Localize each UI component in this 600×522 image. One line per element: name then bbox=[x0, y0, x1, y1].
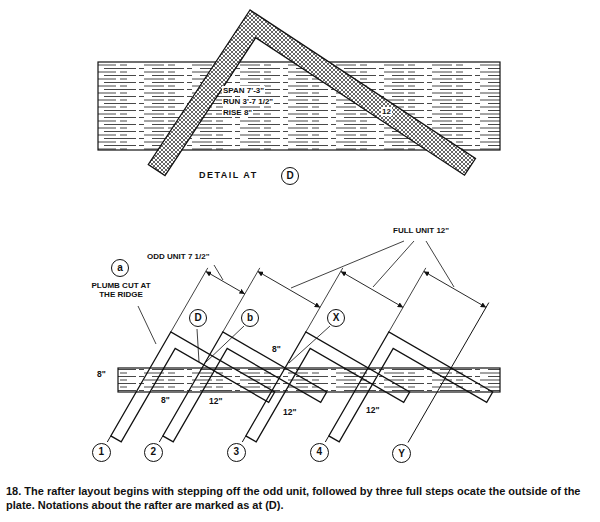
dimension-line bbox=[206, 271, 245, 294]
dimension-line bbox=[424, 271, 486, 307]
framing-square bbox=[148, 10, 475, 176]
callout-text: Y bbox=[398, 449, 405, 459]
detail-heading: DETAIL AT bbox=[198, 170, 259, 180]
callout-circle: a bbox=[111, 259, 129, 277]
extension-line bbox=[223, 268, 260, 332]
square-note: SPAN 7'-3" bbox=[222, 86, 265, 95]
callout-text: 4 bbox=[317, 447, 323, 457]
dimension-label: 12" bbox=[282, 408, 298, 418]
extension-line bbox=[171, 268, 208, 332]
callout-circle: b bbox=[241, 309, 259, 327]
leader-line bbox=[206, 326, 244, 362]
framing-square bbox=[163, 332, 327, 442]
callout-text: 3 bbox=[234, 447, 240, 457]
dimension-label: 12" bbox=[208, 397, 224, 407]
leader-line bbox=[138, 306, 156, 344]
callout-text: a bbox=[117, 263, 123, 273]
leader-line bbox=[291, 241, 404, 288]
leader-line bbox=[373, 241, 414, 287]
callout-circle: D bbox=[189, 309, 207, 327]
callout-circle: D bbox=[281, 167, 299, 185]
callout-text: 1 bbox=[99, 447, 105, 457]
callout-circle: X bbox=[327, 309, 345, 327]
callout-text: D bbox=[194, 313, 201, 323]
plumb-line bbox=[242, 436, 246, 442]
rafter-stock bbox=[118, 368, 500, 392]
dimension-label: ODD UNIT 7 1/2" bbox=[146, 252, 210, 261]
leader-line bbox=[214, 265, 223, 280]
scale-number: 12 bbox=[381, 107, 392, 116]
dimension-label: 8" bbox=[271, 345, 282, 355]
plate-line bbox=[408, 303, 489, 443]
dimension-label: FULL UNIT 12" bbox=[392, 226, 450, 235]
callout-circle: 2 bbox=[144, 443, 163, 462]
dimension-label: 8" bbox=[96, 370, 107, 380]
framing-square bbox=[246, 332, 410, 442]
plumb-line bbox=[325, 436, 329, 442]
leader-line bbox=[197, 329, 199, 362]
extension-line bbox=[306, 268, 343, 332]
square-note: RUN 3'-7 1/2" bbox=[222, 97, 274, 106]
plumb-line bbox=[159, 436, 163, 442]
square-note: RISE 8" bbox=[222, 108, 253, 117]
dimension-line bbox=[341, 271, 403, 307]
callout-circle: 4 bbox=[310, 443, 329, 462]
extension-line bbox=[389, 268, 426, 332]
callout-text: D bbox=[286, 171, 293, 181]
leader-line bbox=[289, 326, 330, 363]
callout-text: X bbox=[333, 313, 340, 323]
dimension-line bbox=[258, 271, 320, 307]
callout-circle: Y bbox=[392, 444, 411, 463]
dimension-label: 12" bbox=[365, 406, 381, 416]
callout-text: 2 bbox=[151, 447, 157, 457]
callout-circle: 1 bbox=[92, 443, 111, 462]
part-label: PLUMB CUT AT THE RIDGE bbox=[87, 281, 155, 299]
framing-square bbox=[329, 332, 493, 442]
callout-text: b bbox=[247, 313, 253, 323]
plumb-line bbox=[107, 436, 111, 442]
dimension-label: 8" bbox=[160, 396, 171, 406]
leader-line bbox=[426, 241, 454, 287]
figure-caption: 18. The rafter layout begins with steppi… bbox=[6, 484, 594, 513]
callout-circle: 3 bbox=[227, 443, 246, 462]
